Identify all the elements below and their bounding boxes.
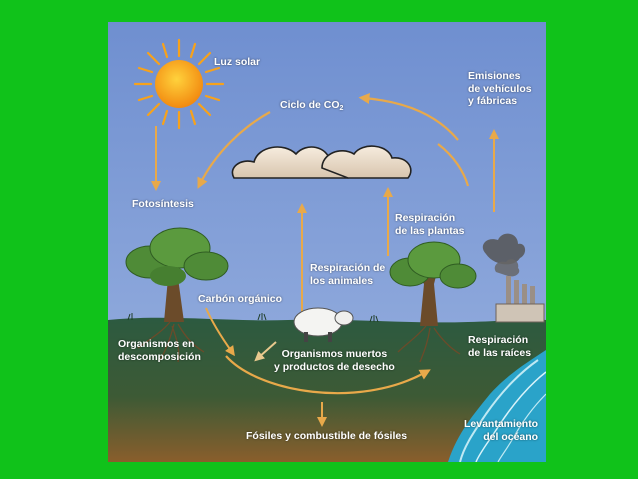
co2-cycle-text: Ciclo de CO — [280, 99, 340, 111]
root-respiration-line: de las raíces — [468, 346, 532, 359]
co2-cycle-label: Ciclo de CO2 — [280, 99, 343, 116]
organic-carbon-label: Carbón orgánico — [198, 293, 283, 305]
plant-respiration-label: Respiración de las plantas — [395, 212, 464, 237]
emissions-label-line: Emisiones — [468, 70, 521, 82]
cycle-arrow — [197, 111, 271, 189]
ocean-wave — [459, 359, 539, 462]
root-respiration-label: Respiración de las raíces — [468, 334, 531, 359]
grass — [127, 313, 379, 323]
ocean-wave — [475, 371, 546, 462]
plant-respiration-line: de las plantas — [395, 224, 465, 237]
ocean-line: del océano — [483, 430, 539, 443]
organic-carbon-arrow — [205, 307, 235, 357]
animal-respiration-line: los animales — [310, 274, 374, 287]
photosynthesis-label: Fotosíntesis — [132, 198, 194, 210]
underground-arrow — [225, 355, 431, 395]
ocean-wave — [497, 393, 546, 462]
carbon-cycle-diagram: Luz solar Ciclo de CO2 Emisiones de vehí… — [108, 22, 546, 462]
diagram-illustration — [108, 22, 546, 462]
animal-respiration-line: Respiración de — [310, 262, 386, 274]
plant-respiration-line: Respiración — [395, 212, 456, 224]
dead-organisms-line: y productos de desecho — [274, 360, 395, 373]
tree-icon — [389, 241, 477, 363]
tree-icon — [125, 227, 229, 363]
co2-subscript: 2 — [339, 105, 344, 112]
dead-organisms-arrow — [254, 341, 277, 362]
sun-icon — [133, 38, 225, 130]
emissions-label-line: de vehículos — [468, 82, 532, 95]
decomposition-line: Organismos en — [118, 338, 195, 350]
emissions-label-line: y fábricas — [468, 95, 518, 107]
cloud-icon — [231, 145, 412, 179]
sheep-icon — [293, 307, 354, 342]
dead-organisms-label: Organismos muertos y productos de desech… — [274, 348, 395, 373]
cycle-arrow — [358, 93, 459, 141]
sunlight-label: Luz solar — [214, 56, 261, 68]
ocean-label: Levantamiento del océano — [464, 418, 538, 443]
ground — [108, 317, 546, 462]
decomposition-label: Organismos en descomposición — [118, 338, 201, 363]
decomposition-line: descomposición — [118, 350, 201, 363]
factory-icon — [482, 233, 545, 323]
ocean-line: Levantamiento — [464, 418, 539, 430]
animal-respiration-label: Respiración de los animales — [310, 262, 385, 287]
dead-organisms-line: Organismos muertos — [281, 348, 388, 360]
fossils-label: Fósiles y combustible de fósiles — [246, 430, 408, 442]
cycle-arrow — [437, 143, 470, 187]
root-respiration-line: Respiración — [468, 334, 529, 346]
emissions-label: Emisiones de vehículos y fábricas — [468, 70, 532, 108]
